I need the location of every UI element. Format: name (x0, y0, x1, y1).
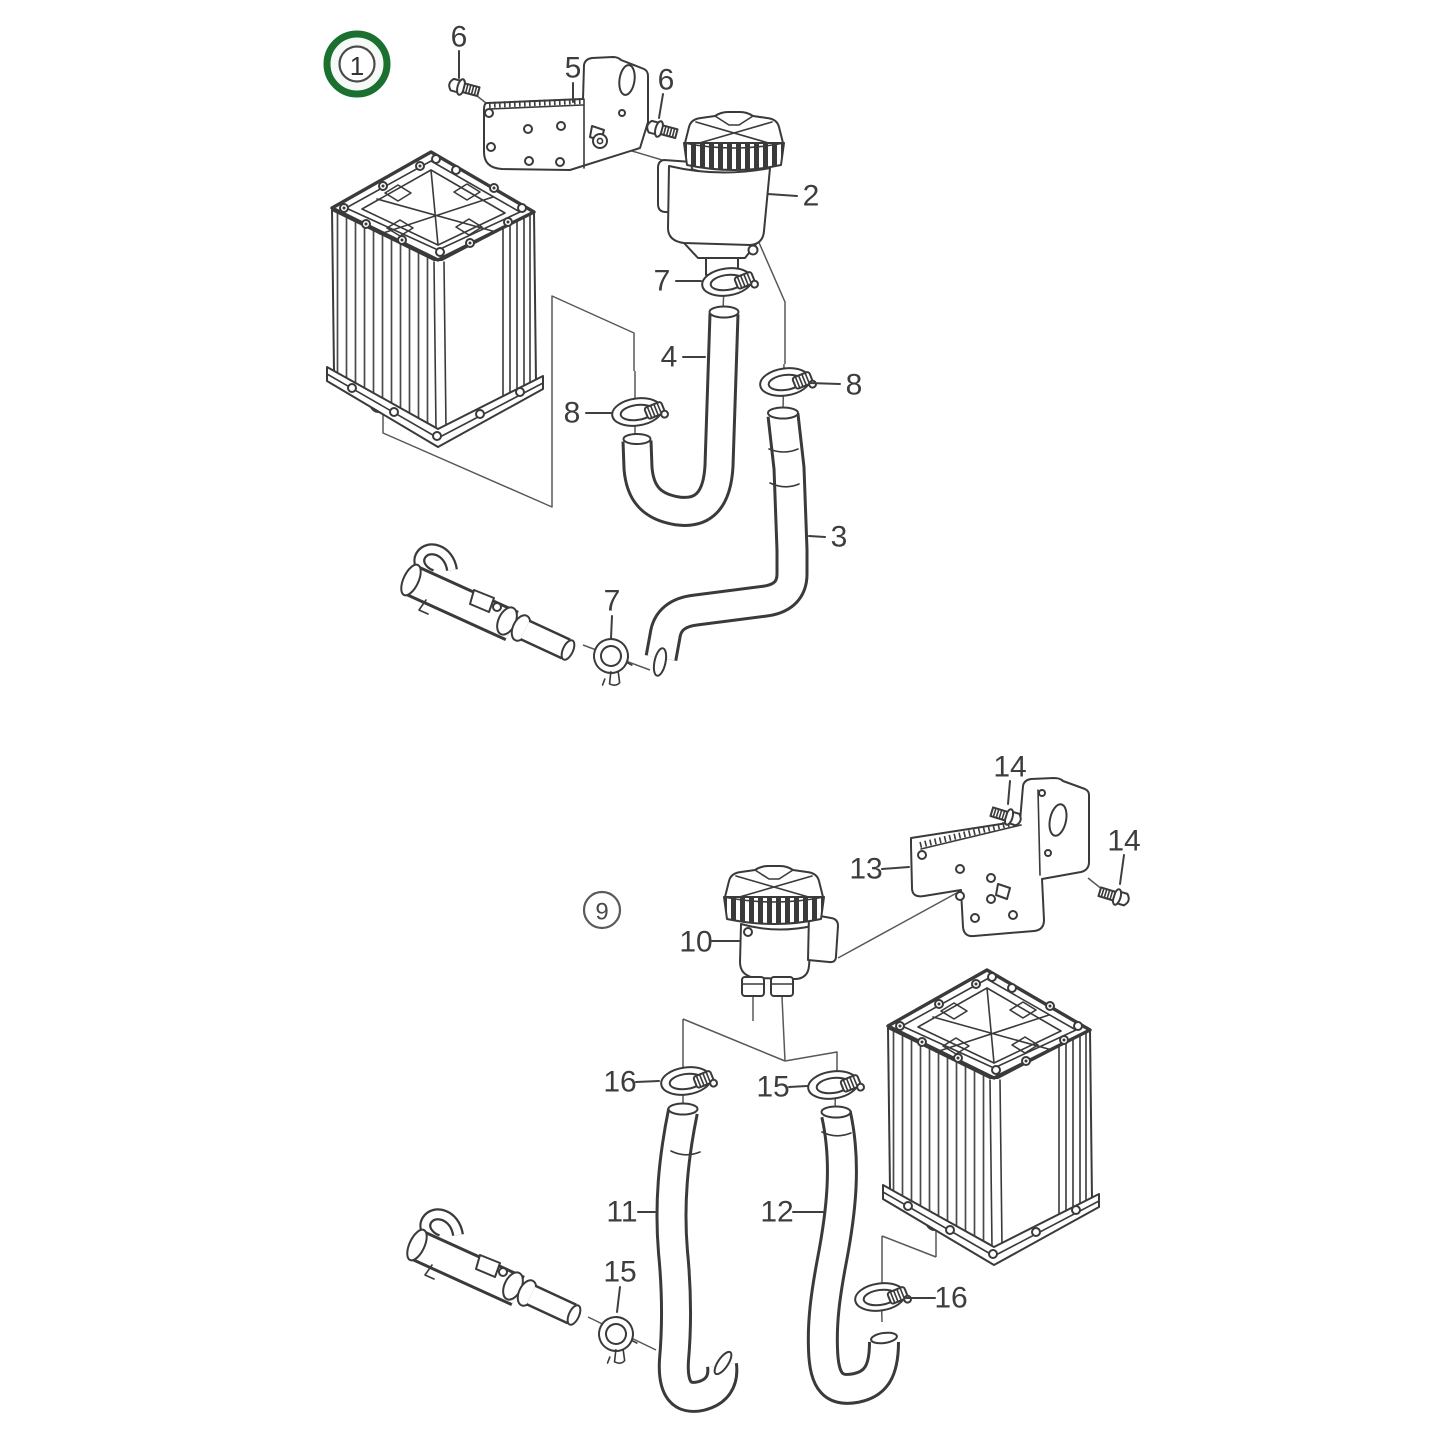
badge-ring-icon (582, 890, 622, 930)
callout-label: 14 (993, 751, 1026, 784)
callout-label: 12 (760, 1196, 793, 1229)
callout-7-lower: 7 (604, 585, 621, 639)
callout-label: 6 (451, 21, 468, 54)
bracket-part-5 (483, 56, 649, 171)
callout-label: 10 (679, 926, 712, 959)
callout-label: 8 (846, 369, 863, 402)
callout-label: 5 (565, 52, 582, 85)
callouts: 6 5 6 2 7 4 8 8 (451, 21, 1141, 1315)
badge-label: 9 (595, 899, 608, 926)
assembly-badge-1: 1 (323, 30, 391, 98)
hose-part-11 (655, 1102, 739, 1413)
callout-label: 2 (803, 180, 820, 213)
callout-label: 3 (831, 521, 848, 554)
callout-10: 10 (679, 926, 740, 959)
callout-16-lower: 16 (905, 1282, 968, 1315)
callout-4: 4 (661, 341, 706, 374)
callout-label: 13 (849, 853, 882, 886)
callout-3: 3 (808, 521, 848, 554)
callout-label: 16 (603, 1066, 636, 1099)
callout-label: 15 (756, 1071, 789, 1104)
hose-part-4 (621, 305, 740, 527)
reservoir-part-10 (723, 865, 839, 997)
callout-14-right: 14 (1107, 825, 1141, 885)
callout-15-upper: 15 (756, 1071, 808, 1104)
callout-label: 16 (934, 1282, 967, 1315)
callout-11: 11 (606, 1196, 656, 1229)
hose-part-12 (806, 1105, 900, 1405)
callout-label: 14 (1107, 825, 1140, 858)
callout-6-right: 6 (658, 64, 675, 119)
hose-part-3 (644, 406, 809, 677)
callout-label: 11 (606, 1196, 637, 1229)
callout-label: 15 (603, 1256, 636, 1289)
assembly-badge-9: 9 (582, 890, 622, 930)
callout-6-left: 6 (451, 21, 468, 79)
badge-label: 1 (350, 51, 364, 81)
bracket-part-13 (909, 777, 1090, 938)
callout-label: 7 (654, 265, 671, 298)
callout-2: 2 (767, 180, 820, 213)
callout-label: 8 (564, 397, 581, 430)
callout-8-right: 8 (808, 369, 863, 402)
callout-8-left: 8 (564, 397, 612, 430)
callout-5: 5 (565, 52, 582, 103)
callout-15-lower: 15 (603, 1256, 637, 1313)
callout-label: 4 (661, 341, 678, 374)
callout-label: 6 (658, 64, 675, 97)
callout-14-left: 14 (993, 751, 1027, 805)
callout-7-upper: 7 (654, 265, 702, 298)
callout-13: 13 (849, 853, 910, 886)
callout-12: 12 (760, 1196, 824, 1229)
callout-16-upper: 16 (603, 1066, 660, 1099)
callout-label: 7 (604, 585, 621, 618)
